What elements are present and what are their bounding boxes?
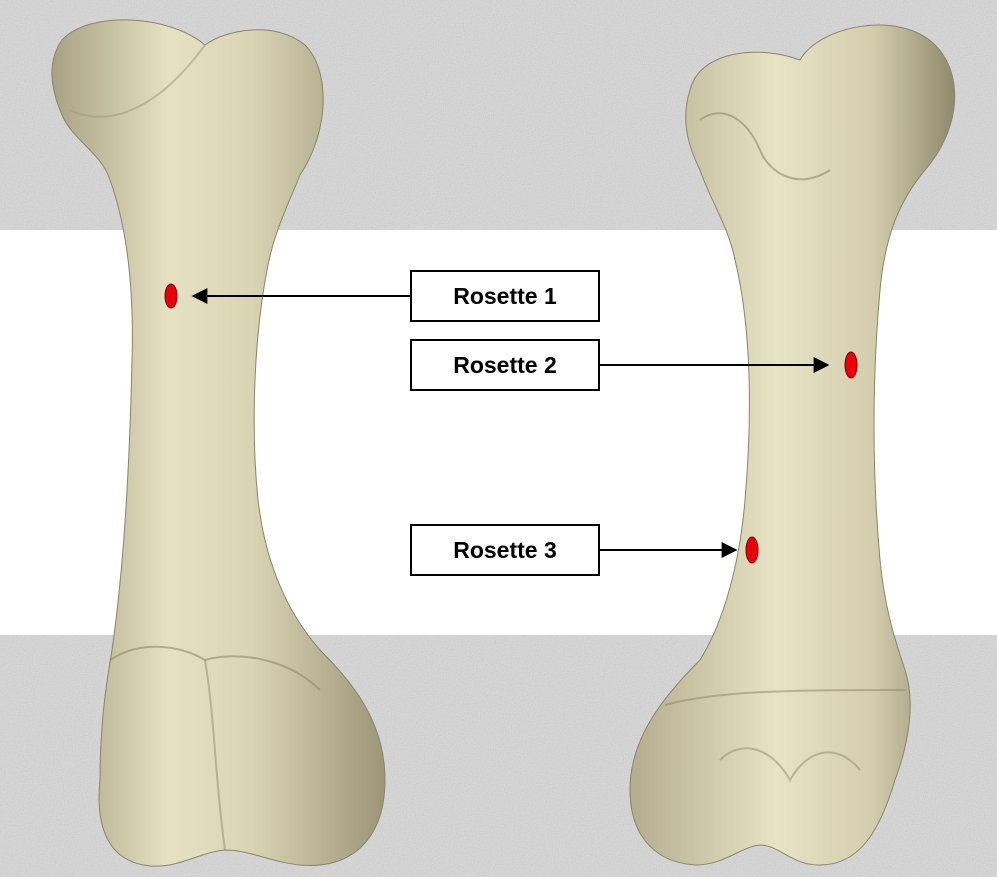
rosette-1-label: Rosette 1 [410,270,600,322]
rosette-3-marker [746,537,758,563]
rosette-1-marker [165,284,177,308]
rosette-2-marker [845,352,857,378]
rosette-2-label: Rosette 2 [410,339,600,391]
rosette-3-label: Rosette 3 [410,524,600,576]
